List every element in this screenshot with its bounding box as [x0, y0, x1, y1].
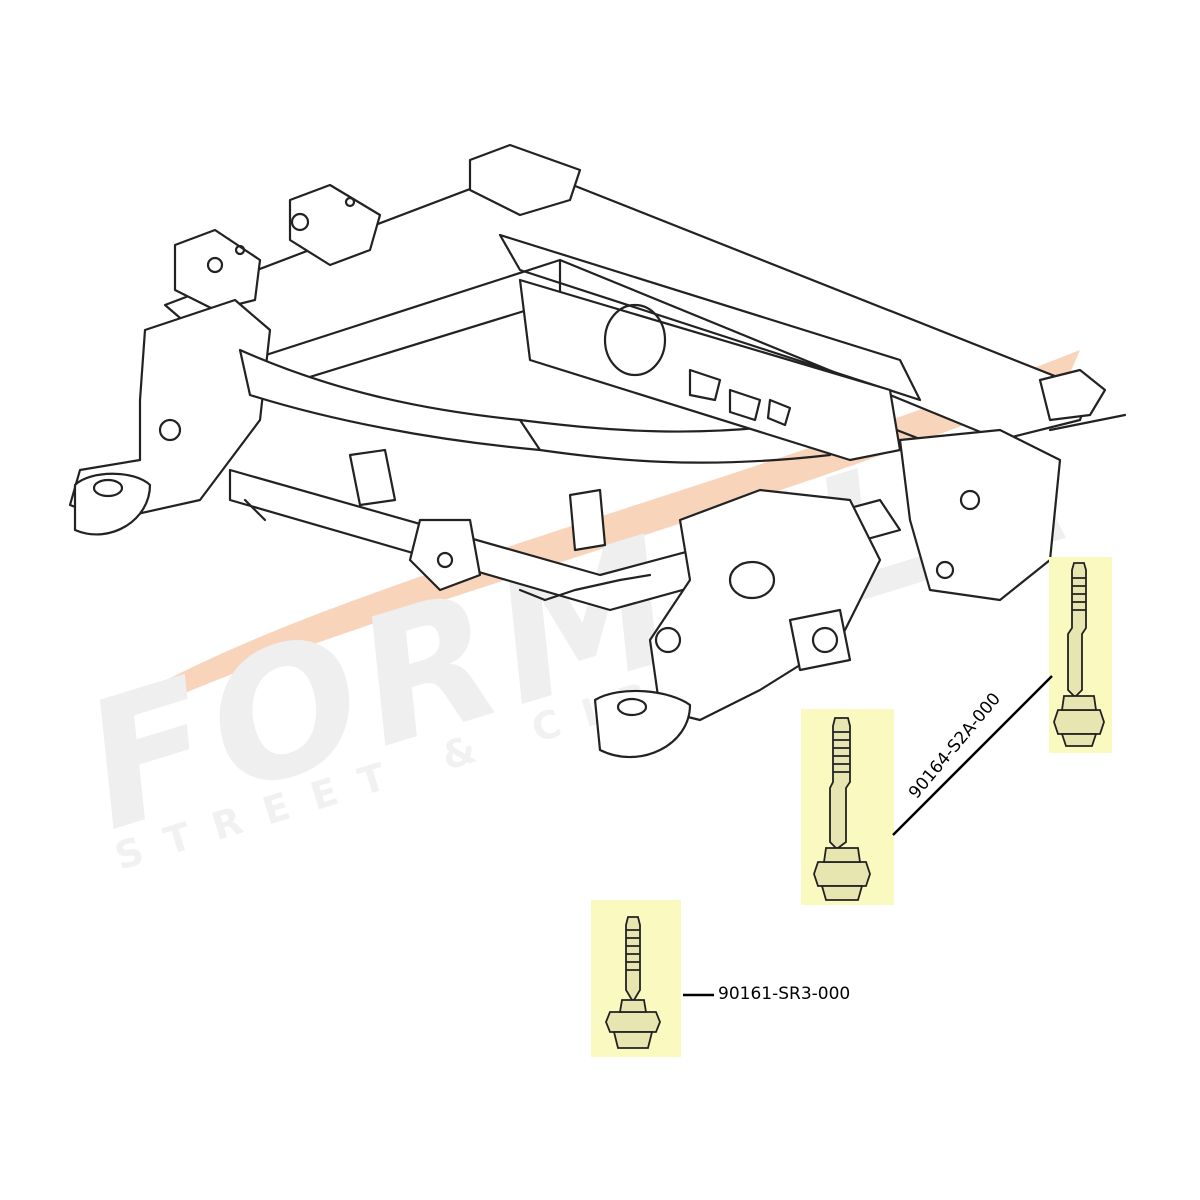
- bolt-icon: [1053, 562, 1105, 747]
- part-number-label-90161-sr3-000: 90161-SR3-000: [718, 984, 851, 1004]
- bolt-icon: [813, 717, 871, 901]
- bolt-icon: [605, 916, 661, 1049]
- leader-line-s2a: [892, 675, 1053, 836]
- bolt-90161-sr3-000[interactable]: [591, 900, 714, 1057]
- rear-subframe-drawing: [68, 143, 1127, 759]
- bolt-90164-s2a-000-right[interactable]: [1049, 557, 1112, 753]
- bolt-90164-s2a-000-middle[interactable]: [801, 709, 894, 905]
